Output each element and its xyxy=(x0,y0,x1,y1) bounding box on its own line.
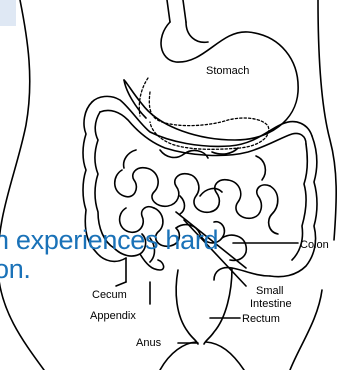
torso-outline-left xyxy=(0,0,44,370)
corner-accent xyxy=(0,0,16,26)
label-stomach: Stomach xyxy=(206,65,249,77)
stomach-curvature-outer xyxy=(124,80,146,118)
label-rectum: Rectum xyxy=(242,313,280,325)
overlay-caption-line-2: on. xyxy=(0,256,31,283)
torso-outline-right xyxy=(318,0,336,240)
label-anus: Anus xyxy=(136,337,162,349)
appendix-outline xyxy=(140,254,164,270)
sigmoid-colon xyxy=(214,268,270,280)
label-cecum: Cecum xyxy=(92,289,127,301)
label-appendix: Appendix xyxy=(90,310,136,322)
leg-outline-right xyxy=(206,342,244,370)
leg-outline-left xyxy=(160,342,196,370)
torso-outline-right-lower xyxy=(290,290,322,370)
overlay-caption-line-1: n experiences hard xyxy=(0,227,218,254)
label-small-intestine-line2: Intestine xyxy=(250,298,292,310)
label-small-intestine-line1: Small xyxy=(256,285,284,297)
label-colon: Colon xyxy=(300,239,329,251)
esophagus xyxy=(167,0,186,22)
rectum-outline xyxy=(176,268,232,344)
